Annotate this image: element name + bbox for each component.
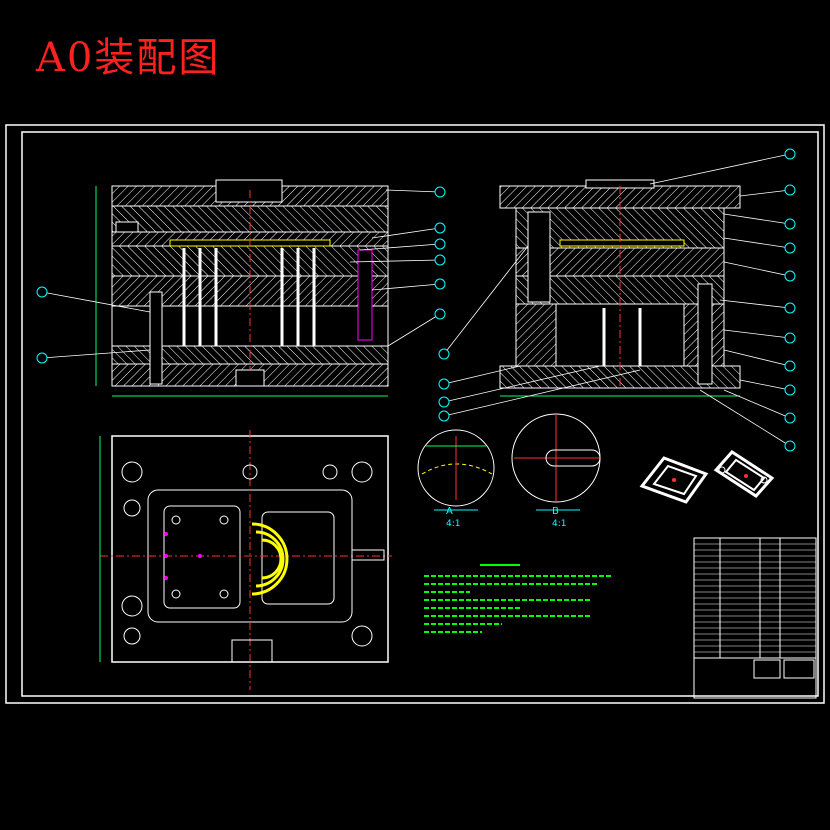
callout-balloon [784,270,796,282]
callout-balloon [36,286,48,298]
callout-balloon [784,184,796,196]
callout-leader [723,237,791,249]
callout-leader [385,189,441,193]
parts-list-table [693,537,817,699]
callout-leader [443,365,601,403]
section-b-label: B [552,506,559,517]
front-section-view [95,179,389,397]
callout-balloon [784,148,796,160]
detail-a [417,429,495,511]
section-a-scale: 4:1 [446,519,460,529]
callout-balloon [434,186,446,198]
callout-leader [739,379,791,391]
section-b-scale: 4:1 [552,519,566,529]
callout-balloon [784,332,796,344]
callout-balloon [36,352,48,364]
callout-leader [723,213,791,225]
callout-leader [371,283,441,291]
callout-balloon [434,222,446,234]
callout-leader [723,349,791,367]
callout-leader [723,329,791,339]
callout-balloon [784,302,796,314]
callout-leader [41,291,151,313]
callout-balloon [438,348,450,360]
callout-leader [443,369,641,417]
callout-leader [723,389,791,419]
section-a-label: A [446,506,453,517]
callout-balloon [438,396,450,408]
callout-balloon [784,360,796,372]
callout-balloon [434,254,446,266]
callout-balloon [784,440,796,452]
callout-balloon [438,378,450,390]
callout-leader [349,259,441,263]
callout-leader [359,243,441,251]
callout-balloon [784,242,796,254]
callout-leader [371,227,441,239]
technical-notes [424,564,612,633]
callout-balloon [434,278,446,290]
inner-frame [21,131,819,697]
callout-leader [699,389,791,447]
callout-leader [649,153,791,185]
callout-balloon [784,412,796,424]
callout-leader [443,365,521,385]
callout-leader [443,245,529,355]
part-sketch-1 [639,456,709,504]
callout-leader [387,313,441,347]
side-section-view [499,179,741,397]
callout-balloon [438,410,450,422]
detail-b [511,413,601,511]
plan-view [99,430,392,690]
callout-balloon [784,384,796,396]
callout-balloons [36,148,796,452]
callout-balloon [784,218,796,230]
callout-leader [41,349,151,359]
callout-balloon [434,308,446,320]
callout-leader [723,261,791,277]
callout-leader [739,189,791,197]
outer-frame [5,124,825,704]
part-sketch-2 [713,450,775,498]
callout-balloon [434,238,446,250]
callout-leader [719,299,791,309]
drawing-title: A0装配图 [36,35,221,81]
